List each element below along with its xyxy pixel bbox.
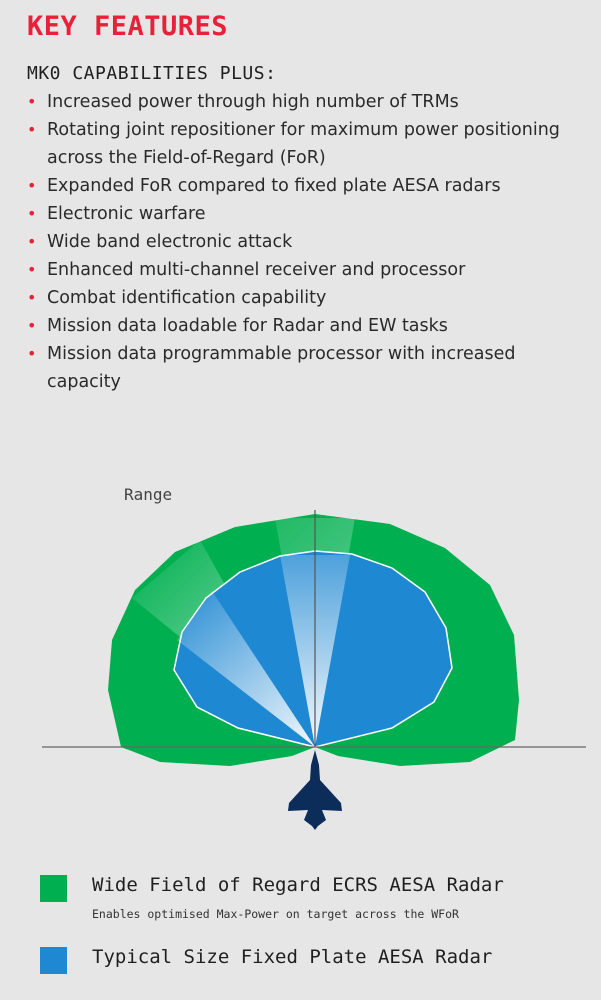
feature-item: Combat identification capability (27, 284, 587, 312)
page-title: KEY FEATURES (27, 11, 229, 42)
feature-item: Wide band electronic attack (27, 228, 587, 256)
feature-item: Rotating joint repositioner for maximum … (27, 116, 587, 172)
feature-item: Increased power through high number of T… (27, 88, 587, 116)
fighter-jet-icon (288, 750, 342, 830)
range-axis-label: Range (124, 485, 172, 504)
feature-item: Expanded FoR compared to fixed plate AES… (27, 172, 587, 200)
legend-swatch-wide (40, 875, 67, 902)
legend-description-wide: Enables optimised Max-Power on target ac… (92, 907, 459, 921)
legend-label-wide: Wide Field of Regard ECRS AESA Radar (92, 874, 504, 896)
legend-label-fixed: Typical Size Fixed Plate AESA Radar (92, 946, 493, 968)
feature-item: Enhanced multi-channel receiver and proc… (27, 256, 587, 284)
feature-item: Electronic warfare (27, 200, 587, 228)
radar-coverage-diagram: Range (42, 485, 586, 830)
fixed-beam-left (177, 591, 315, 747)
feature-item: Mission data loadable for Radar and EW t… (27, 312, 587, 340)
feature-list: Increased power through high number of T… (27, 88, 587, 396)
section-subtitle: MK0 CAPABILITIES PLUS: (27, 63, 277, 84)
legend-swatch-fixed (40, 947, 67, 974)
feature-item: Mission data programmable processor with… (27, 340, 587, 396)
